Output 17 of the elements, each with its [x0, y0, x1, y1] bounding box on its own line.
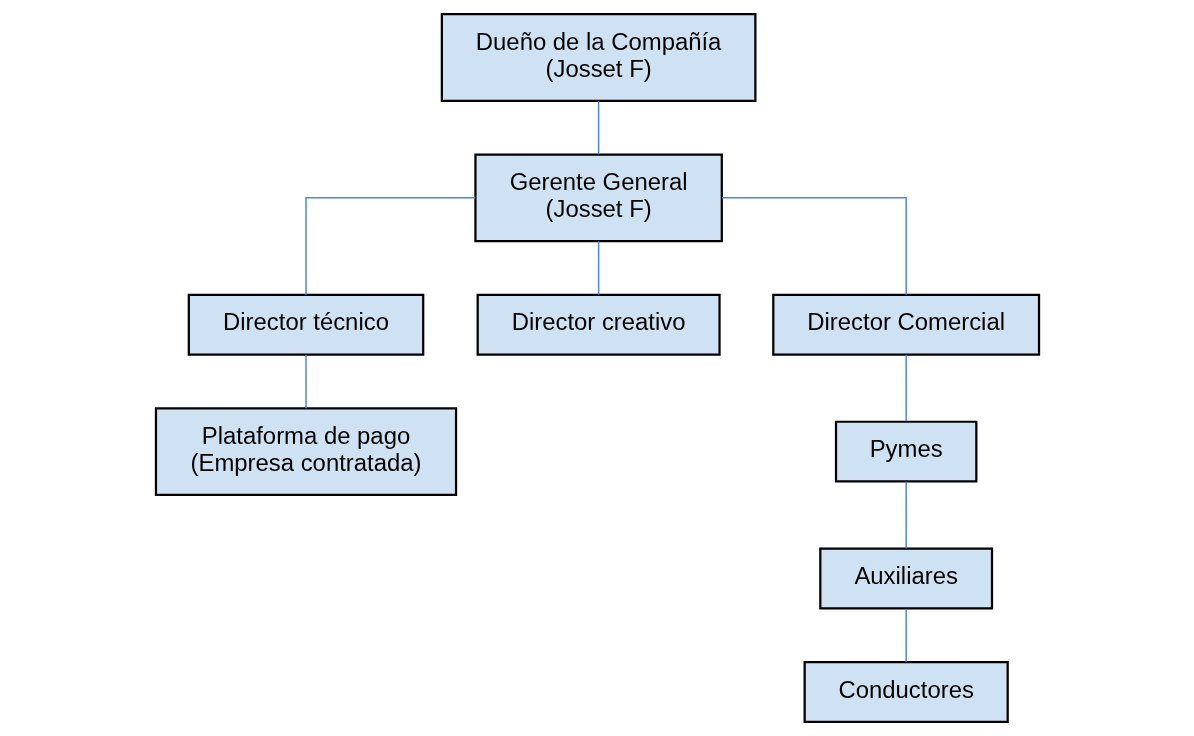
node-box: Director Comercial — [771, 293, 1040, 356]
connector — [304, 354, 307, 410]
node-box: Director creativo — [476, 293, 721, 356]
node-box: Pymes — [834, 420, 977, 483]
connector — [304, 197, 476, 296]
node-box: Auxiliares — [818, 547, 993, 610]
connector — [597, 240, 599, 296]
connector — [597, 100, 599, 155]
node-box: Director técnico — [187, 293, 424, 356]
node-box: Gerente General (Josset F) — [473, 153, 723, 243]
connector — [904, 608, 907, 663]
node-box: Plataforma de pago (Empresa contratada) — [154, 407, 457, 496]
node-box: Dueño de la Compañía (Josset F) — [440, 13, 756, 102]
connector — [904, 480, 907, 549]
node-box: Conductores — [803, 661, 1009, 723]
connector — [720, 197, 907, 296]
connector — [904, 354, 907, 423]
